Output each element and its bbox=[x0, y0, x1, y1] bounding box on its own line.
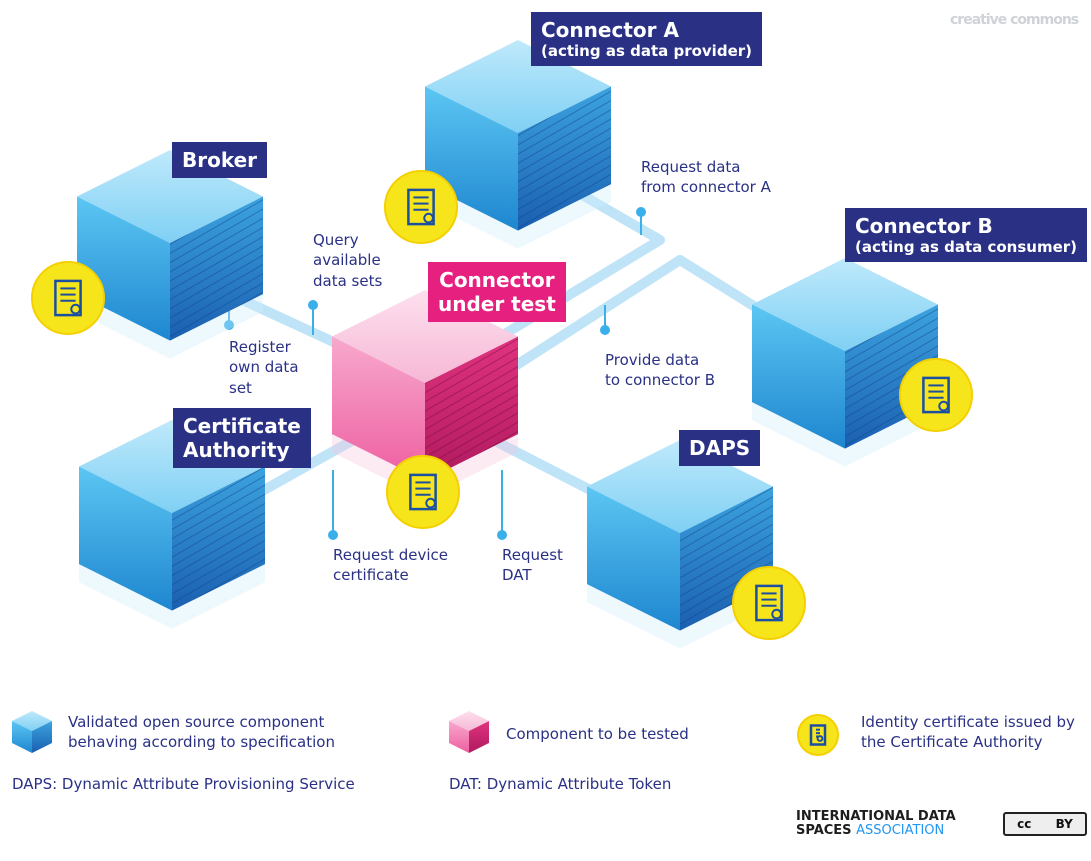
certificate-authority-label: Certificate Authority bbox=[173, 408, 311, 468]
certificate-icon-connector-b bbox=[899, 358, 973, 432]
cc-by-badge: cc BY bbox=[1003, 812, 1087, 836]
legend-identity-icon bbox=[797, 714, 839, 756]
legend-tested-icon bbox=[449, 711, 489, 753]
cube-connector-b bbox=[752, 258, 938, 467]
annotation-query: Query available data sets bbox=[313, 231, 383, 290]
footnote-dat: DAT: Dynamic Attribute Token bbox=[449, 775, 672, 793]
logo-line2b: ASSOCIATION bbox=[856, 822, 945, 838]
legend-validated-text: Validated open source component behaving… bbox=[68, 713, 335, 752]
logo-line1: INTERNATIONAL DATA bbox=[796, 809, 956, 824]
cube-broker bbox=[77, 150, 263, 359]
connector-a-title: Connector A bbox=[541, 18, 679, 42]
annotation-request-dat: Request DAT bbox=[502, 546, 563, 585]
annotation-request-data: Request data from connector A bbox=[641, 158, 771, 197]
connector-b-title: Connector B bbox=[855, 214, 993, 238]
legend-identity-text: Identity certificate issued by the Certi… bbox=[861, 713, 1075, 752]
certificate-icon-daps bbox=[732, 566, 806, 640]
connector-b-subtitle: (acting as data consumer) bbox=[855, 238, 1078, 256]
daps-title: DAPS bbox=[689, 436, 751, 460]
cc-badge-cc: cc bbox=[1017, 817, 1032, 831]
connector-under-test-line1: Connector bbox=[439, 268, 555, 292]
legend-tested-text: Component to be tested bbox=[506, 725, 689, 743]
certificate-authority-line2: Authority bbox=[183, 438, 290, 462]
certificate-authority-line1: Certificate bbox=[183, 414, 301, 438]
line-connector-b bbox=[465, 255, 765, 400]
footnote-daps: DAPS: Dynamic Attribute Provisioning Ser… bbox=[12, 775, 355, 793]
broker-label: Broker bbox=[172, 142, 268, 178]
cc-badge-by: BY bbox=[1055, 817, 1073, 831]
certificate-icon-connector-a bbox=[384, 170, 458, 244]
annotation-request-cert: Request device certificate bbox=[333, 546, 448, 585]
connector-a-subtitle: (acting as data provider) bbox=[541, 42, 752, 60]
certificate-icon-broker bbox=[31, 261, 105, 335]
annotation-register: Register own data set bbox=[229, 338, 299, 397]
logo-line2a: SPACES bbox=[796, 822, 852, 838]
connector-a-label: Connector A (acting as data provider) bbox=[531, 12, 762, 66]
legend-validated-icon bbox=[12, 711, 52, 753]
connector-under-test-line2: under test bbox=[438, 292, 556, 316]
daps-label: DAPS bbox=[679, 430, 761, 466]
connector-under-test-label: Connector under test bbox=[428, 262, 566, 322]
connector-b-label: Connector B (acting as data consumer) bbox=[845, 208, 1088, 262]
creative-commons-watermark: creative commons bbox=[950, 12, 1079, 28]
certificate-icon-connector-under-test bbox=[386, 455, 460, 529]
ids-association-logo: INTERNATIONAL DATA SPACES ASSOCIATION bbox=[796, 810, 956, 837]
cube-connector-under-test bbox=[332, 290, 518, 499]
broker-title: Broker bbox=[182, 148, 258, 172]
annotation-provide: Provide data to connector B bbox=[605, 351, 716, 390]
